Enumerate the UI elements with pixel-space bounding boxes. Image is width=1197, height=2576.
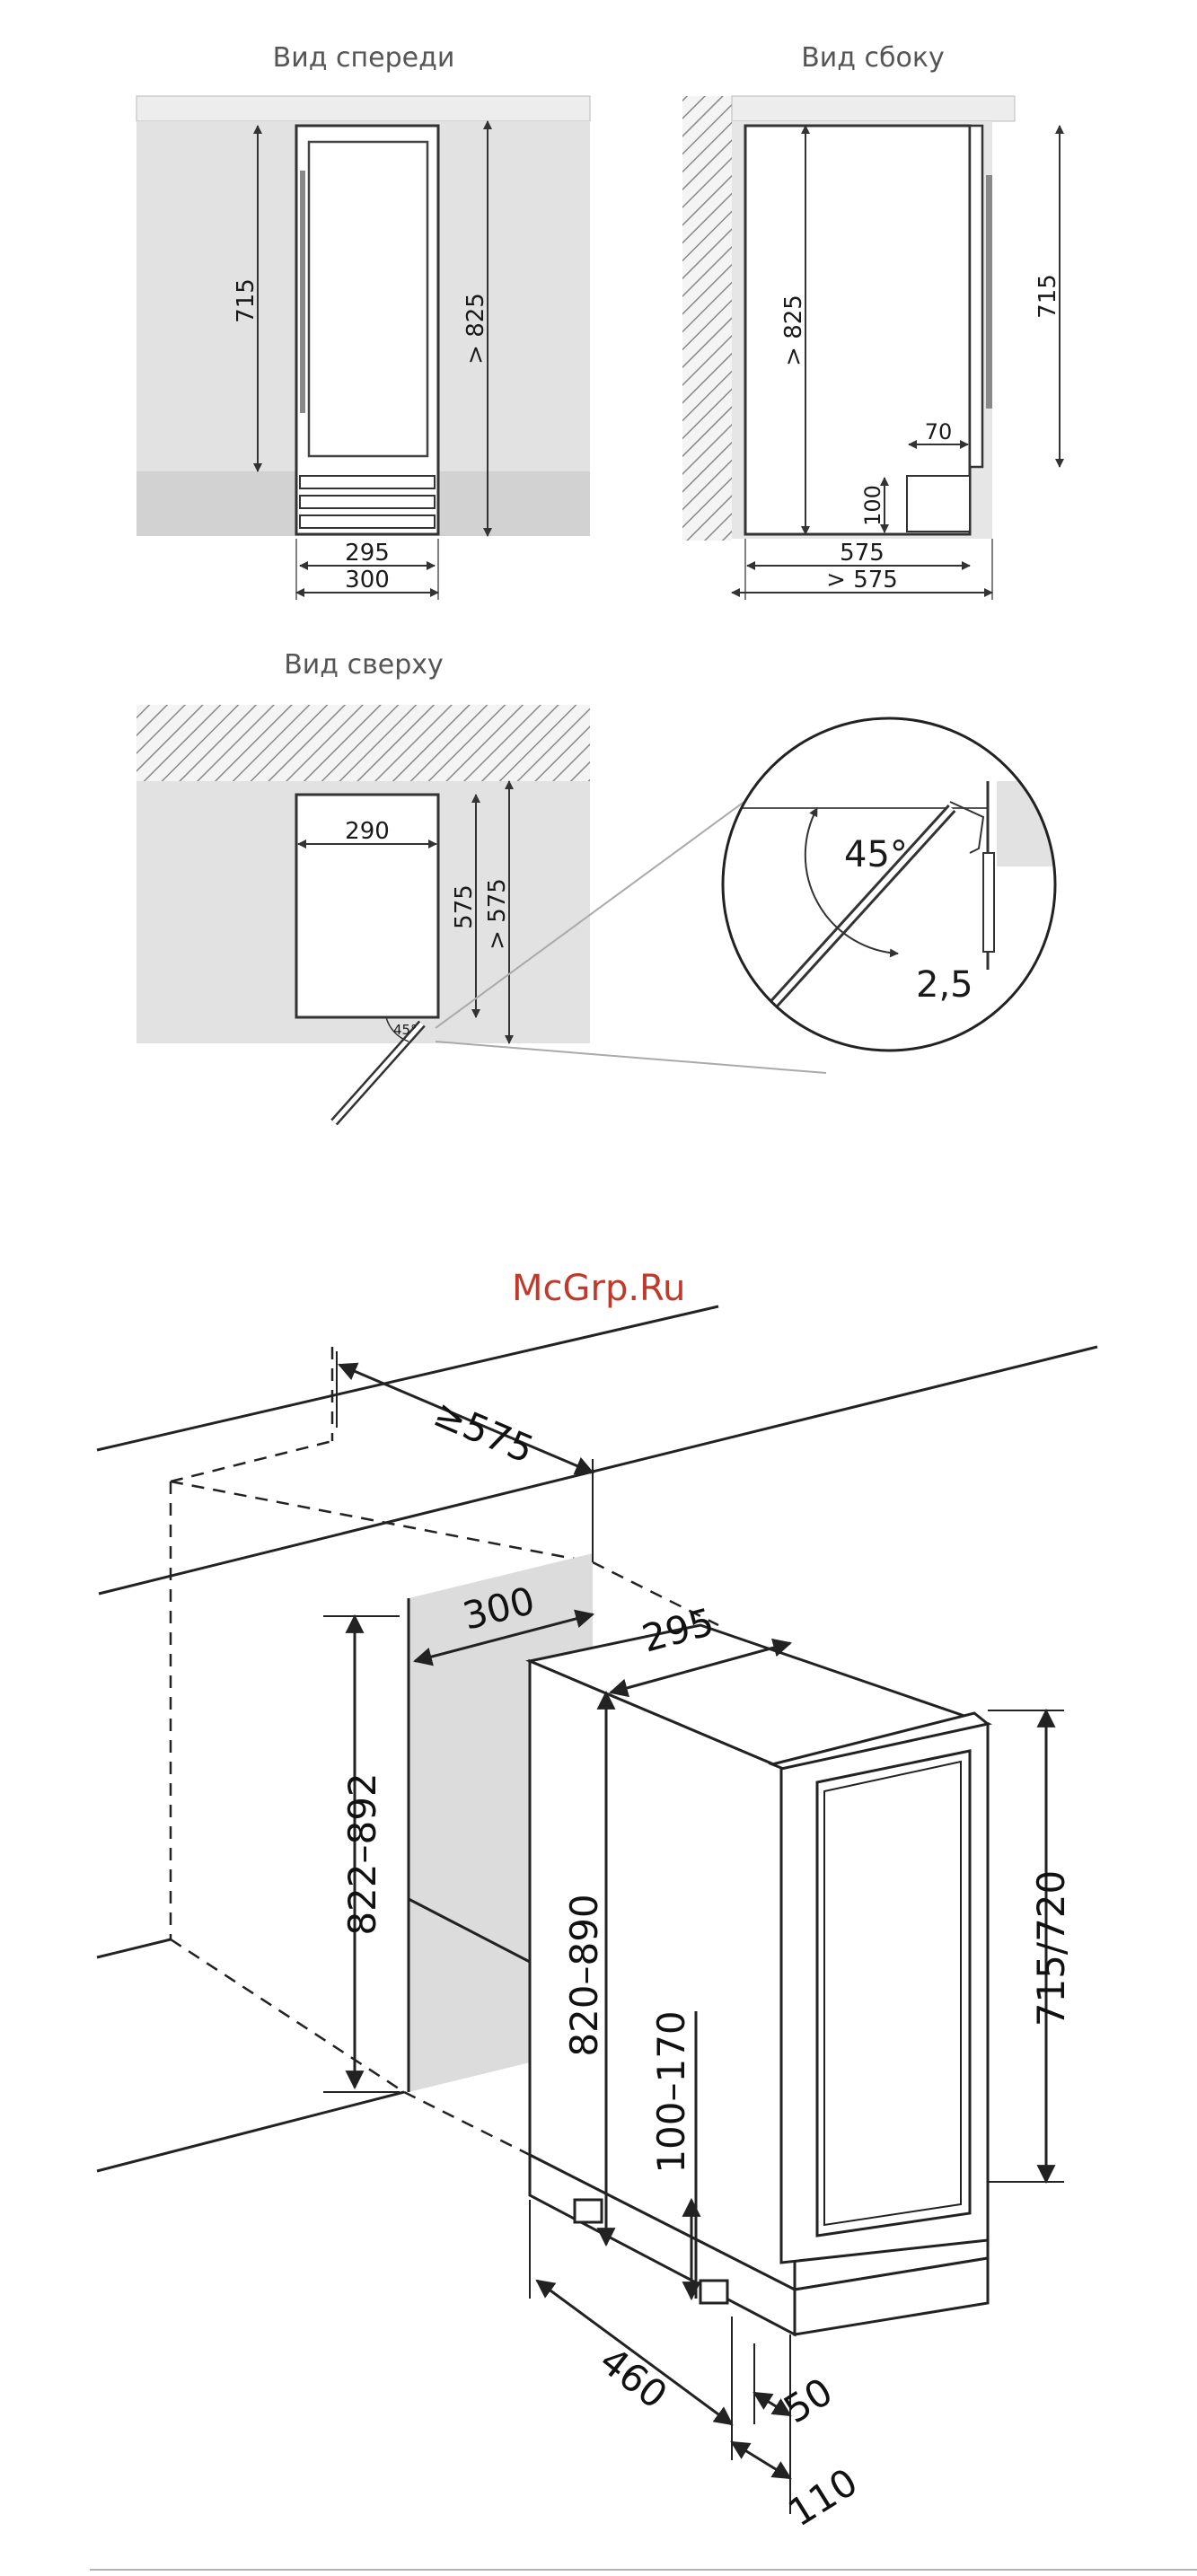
- side-countertop: [732, 96, 1015, 121]
- iso-dim-100: 100–170: [649, 2010, 693, 2173]
- iso-foot-1: [575, 2200, 602, 2222]
- side-handle: [986, 175, 992, 409]
- iso-niche-dash-floor: [171, 1939, 404, 2092]
- iso-dim-line-110: [732, 2442, 790, 2478]
- dim-300: 300: [345, 567, 390, 593]
- iso-dim-822: 822–892: [340, 1772, 384, 1935]
- detail-connector-bottom: [436, 1042, 826, 1073]
- iso-dim-50: 50: [776, 2369, 840, 2432]
- iso-foot-2: [700, 2281, 727, 2303]
- iso-niche-dash-top: [171, 1481, 593, 1562]
- side-view-caption: Вид сбоку: [801, 42, 945, 74]
- iso-dim-460: 460: [592, 2338, 675, 2417]
- side-dim-715: 715: [1034, 274, 1061, 319]
- side-view: Вид сбоку > 825 715 70 100 575 > 575: [682, 42, 1061, 600]
- isometric-view: [97, 1306, 1097, 2334]
- iso-dim-820: 820–890: [562, 1894, 606, 2056]
- top-dim-575: 575: [451, 884, 478, 929]
- top-angle-label: 45°: [393, 1022, 418, 1038]
- top-view-caption: Вид сверху: [284, 649, 444, 681]
- vent-slot-2: [300, 496, 435, 508]
- side-dim-100: 100: [860, 485, 885, 526]
- dim-825: > 825: [462, 293, 489, 365]
- side-dim-825: > 825: [780, 295, 807, 366]
- iso-dim-715: 715/720: [1029, 1870, 1073, 2027]
- iso-counter-back-edge: [97, 1306, 718, 1450]
- iso-floor-front: [97, 2092, 404, 2171]
- vent-slot-3: [300, 515, 435, 528]
- iso-niche-dash-floor-right: [404, 2092, 530, 2155]
- iso-counter-front-edge: [99, 1347, 1097, 1594]
- top-back-wall: [136, 705, 590, 781]
- side-dim-575: 575: [840, 540, 885, 567]
- iso-floor-left: [97, 1939, 171, 1957]
- top-dim-niche-575: > 575: [484, 878, 511, 950]
- front-view-caption: Вид спереди: [273, 42, 455, 74]
- door-handle: [300, 171, 305, 413]
- vent-slot-1: [300, 476, 435, 488]
- detail-gap: 2,5: [916, 964, 973, 1006]
- hinge-detail: 45° 2,5: [718, 718, 1069, 1059]
- iso-dim-110: 110: [780, 2459, 865, 2535]
- watermark: McGrp.Ru: [512, 1268, 685, 1309]
- iso-glass: [824, 1762, 961, 2225]
- side-dim-niche-575: > 575: [826, 567, 898, 593]
- back-wall: [682, 96, 732, 541]
- glass-door: [309, 142, 427, 456]
- detail-angle: 45°: [844, 834, 908, 875]
- iso-niche-dash-top-back: [171, 1441, 332, 1481]
- dim-295: 295: [345, 540, 390, 567]
- side-door: [970, 126, 982, 467]
- front-view: Вид спереди 715 > 825 295 300: [136, 42, 590, 600]
- side-vent-box: [907, 476, 970, 532]
- side-dim-70: 70: [925, 419, 953, 444]
- side-unit-body: [745, 126, 970, 534]
- dim-715: 715: [233, 278, 260, 323]
- iso-dim-575: ≥575: [427, 1391, 540, 1472]
- countertop: [136, 96, 590, 121]
- top-dim-290: 290: [345, 818, 390, 845]
